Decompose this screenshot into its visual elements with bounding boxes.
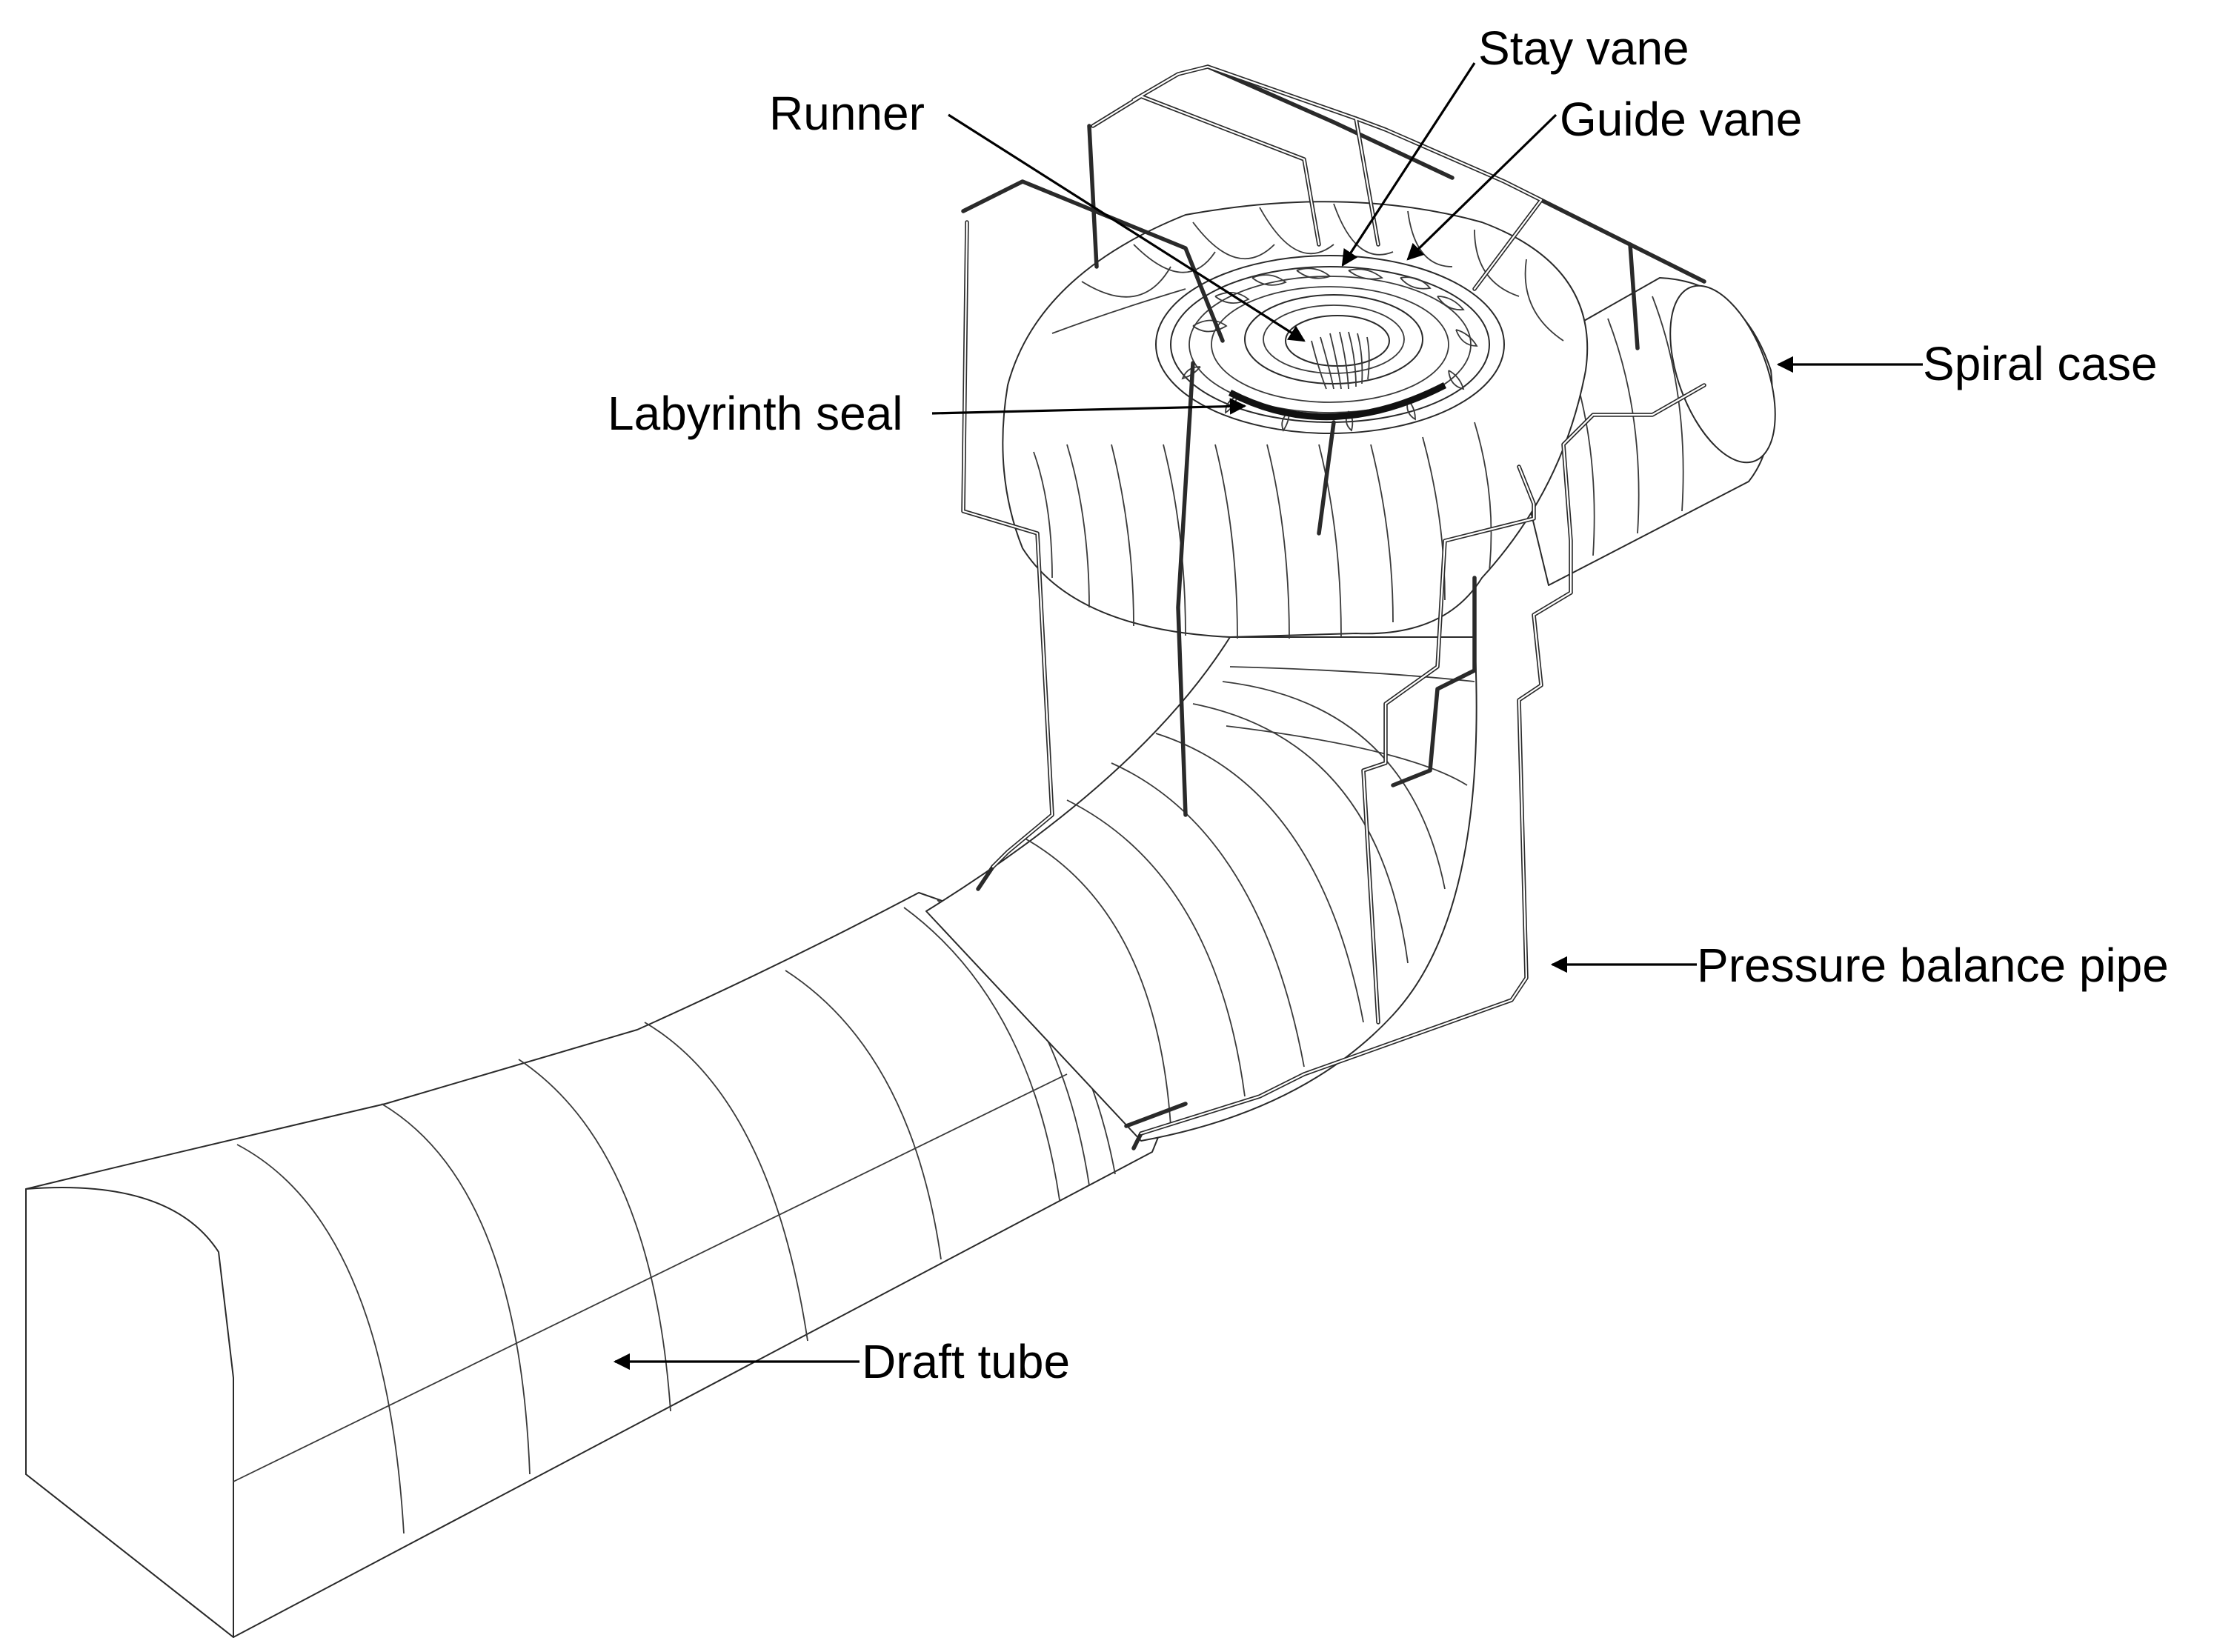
spiral-case-label: Spiral case	[1923, 337, 2158, 390]
pressure-balance-pipes	[961, 64, 1706, 1150]
labyrinth-seal-label: Labyrinth seal	[608, 387, 902, 440]
runner-label: Runner	[769, 87, 925, 140]
pressure-balance-pipe-label: Pressure balance pipe	[1697, 939, 2169, 992]
labyrinth-seal-band	[1228, 382, 1447, 421]
draft-tube-elbow	[925, 636, 1477, 1142]
runner	[1244, 294, 1423, 390]
leader-lines	[613, 62, 1923, 1370]
guide-vane-leader	[1406, 113, 1558, 261]
runner-leader	[948, 113, 1306, 342]
draft-tube	[25, 892, 1216, 1638]
labels: Stay vane Guide vane Runner Spiral case …	[608, 21, 2169, 1388]
guide-vane-label: Guide vane	[1560, 93, 1802, 146]
stay-vane-leader	[1341, 62, 1476, 267]
labyrinth-seal-leader	[931, 398, 1247, 415]
draft-tube-label: Draft tube	[862, 1335, 1070, 1388]
stay-vane-label: Stay vane	[1478, 21, 1689, 75]
